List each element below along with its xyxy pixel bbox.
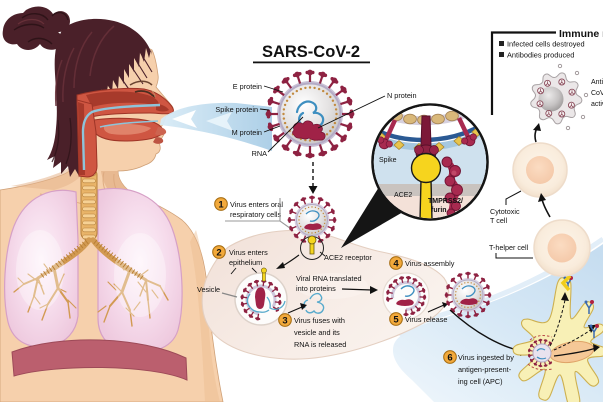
svg-text:6: 6	[447, 352, 452, 363]
svg-text:Antibodies: Antibodies	[591, 79, 603, 86]
svg-text:Viral RNA translated: Viral RNA translated	[296, 274, 362, 283]
svg-text:T cell: T cell	[490, 216, 507, 225]
svg-text:Vesicle: Vesicle	[197, 285, 220, 294]
svg-text:2: 2	[216, 247, 221, 258]
svg-text:Virus enters oral: Virus enters oral	[230, 200, 283, 209]
svg-text:Virus ingested by: Virus ingested by	[458, 353, 514, 362]
svg-text:Antibodies produced: Antibodies produced	[507, 51, 574, 60]
svg-text:ACE2: ACE2	[394, 192, 412, 199]
svg-text:epithelium: epithelium	[229, 258, 262, 267]
svg-text:RNA is released: RNA is released	[294, 340, 346, 349]
svg-text:Virus enters: Virus enters	[229, 248, 268, 257]
svg-text:respiratory cells: respiratory cells	[230, 210, 281, 219]
svg-text:ing cell (APC): ing cell (APC)	[458, 377, 503, 386]
svg-text:1: 1	[218, 199, 224, 210]
svg-text:E protein: E protein	[233, 82, 262, 91]
svg-text:Cytotoxic: Cytotoxic	[490, 207, 520, 216]
svg-text:TMPRSS2/: TMPRSS2/	[428, 198, 463, 205]
svg-text:Immune response: Immune response	[559, 28, 603, 40]
svg-text:SARS-CoV-2: SARS-CoV-2	[262, 43, 360, 61]
svg-text:vesicle and its: vesicle and its	[294, 328, 340, 337]
svg-text:N protein: N protein	[387, 91, 417, 100]
svg-text:ACE2 receptor: ACE2 receptor	[324, 253, 372, 262]
svg-text:into proteins: into proteins	[296, 284, 336, 293]
svg-text:Spike protein: Spike protein	[215, 105, 258, 114]
svg-text:Infected cells destroyed: Infected cells destroyed	[507, 40, 585, 49]
svg-text:CoV-2 an: CoV-2 an	[591, 90, 603, 97]
svg-text:Virus fuses with: Virus fuses with	[294, 316, 345, 325]
svg-text:T-helper cell: T-helper cell	[489, 243, 529, 252]
svg-text:activate: activate	[591, 101, 603, 108]
svg-text:3: 3	[282, 315, 287, 326]
svg-text:Spike: Spike	[379, 157, 397, 164]
svg-text:Virus assembly: Virus assembly	[405, 259, 455, 268]
svg-text:antigen-present-: antigen-present-	[458, 365, 512, 374]
svg-text:RNA: RNA	[252, 149, 268, 158]
svg-text:5: 5	[393, 314, 399, 325]
svg-text:Virus release: Virus release	[405, 315, 447, 324]
svg-text:M protein: M protein	[232, 128, 262, 137]
svg-text:4: 4	[393, 258, 399, 269]
svg-text:furin: furin	[431, 207, 447, 214]
